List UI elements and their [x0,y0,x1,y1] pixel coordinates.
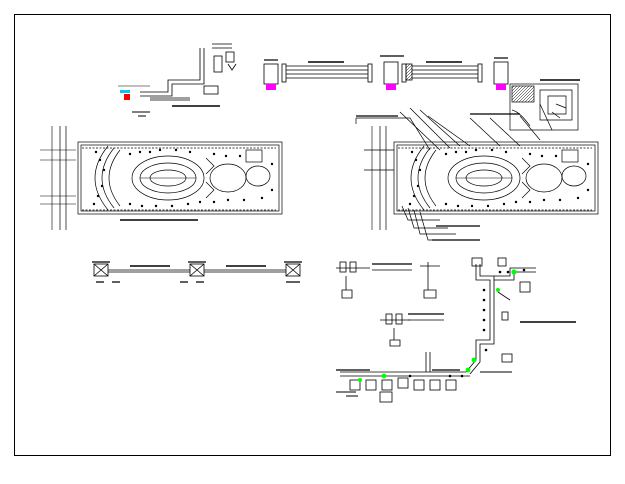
top-right-inset [509,79,580,131]
left-site-plan [40,126,283,230]
green-markers [358,269,517,382]
tree-markers [92,148,274,208]
right-site-plan [355,103,599,241]
sheet-border [14,14,611,456]
tree-markers-right [408,148,590,208]
left-equipment-line [92,261,302,283]
top-pipe-elevation [263,55,509,90]
route-dots [408,268,526,378]
top-left-detail [118,43,237,117]
right-network-diagram [336,257,576,403]
